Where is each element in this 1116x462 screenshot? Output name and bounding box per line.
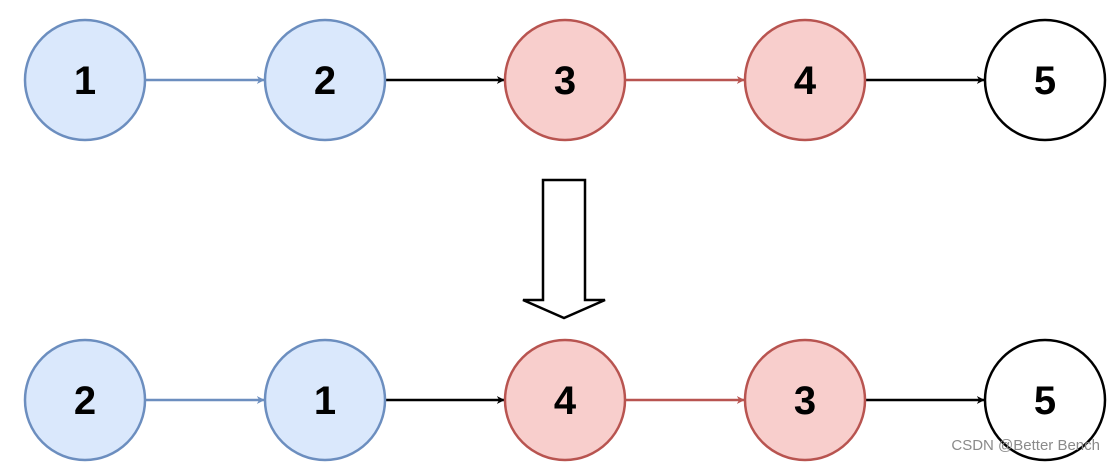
before-node-3 [503,18,627,142]
before-node-label-2: 2 [314,59,336,103]
before-node-1 [23,18,147,142]
after-node-label-5: 5 [1034,379,1056,423]
after-node-2 [263,338,387,462]
before-node-4 [743,18,867,142]
after-node-3 [503,338,627,462]
watermark: CSDN @Better Bench [951,437,1100,454]
before-node-5 [983,18,1107,142]
before-list: 1 2 3 4 5 [23,18,1107,142]
after-node-5 [983,338,1107,462]
after-node-label-1: 2 [74,379,96,423]
after-node-label-3: 4 [554,379,577,423]
before-node-2 [263,18,387,142]
transform-arrow-icon [522,178,606,320]
after-node-1 [23,338,147,462]
after-list: 2 1 4 3 5 [23,338,1107,462]
before-node-label-1: 1 [74,59,96,103]
after-node-4 [743,338,867,462]
before-node-label-3: 3 [554,59,576,103]
before-node-label-5: 5 [1034,59,1056,103]
after-node-label-2: 1 [314,379,336,423]
before-node-label-4: 4 [794,59,817,103]
after-node-label-4: 3 [794,379,816,423]
